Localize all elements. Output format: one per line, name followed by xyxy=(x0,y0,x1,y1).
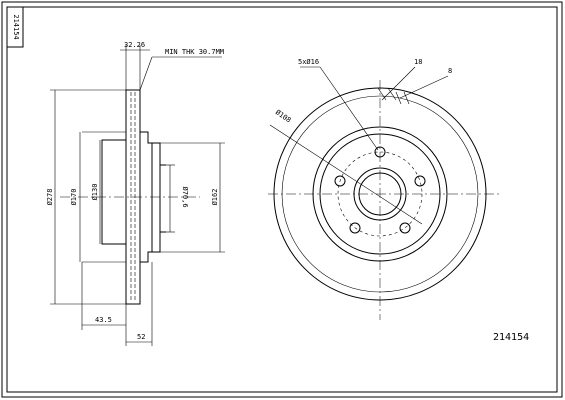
inner-frame xyxy=(6,6,558,393)
part-number: 214154 xyxy=(493,332,529,343)
part-number-box xyxy=(6,6,24,48)
height-label: 52 xyxy=(137,333,145,341)
section-view xyxy=(60,89,200,305)
section-dimension-lines xyxy=(50,45,225,346)
front-view xyxy=(268,80,500,320)
bolt-holes-label: 5xØ16 xyxy=(298,58,319,66)
part-number-box-text: 214154 xyxy=(12,14,20,39)
bolt-circle-label: Ø108 xyxy=(274,108,292,124)
min-thickness-label: MIN THK 30.7MM xyxy=(165,48,224,56)
hat-diameter-label: Ø162 xyxy=(211,189,219,206)
center-bore-label: Ø70,6 xyxy=(181,186,189,207)
front-dimension-lines xyxy=(269,66,449,225)
outer-diameter-label: Ø278 xyxy=(46,189,54,206)
offset-label: 43.5 xyxy=(95,316,112,324)
vent-dim-a-label: 18 xyxy=(414,58,422,66)
hub-outer-diameter-label: Ø170 xyxy=(70,189,78,206)
hub-inner-diameter-label: Ø130 xyxy=(91,184,99,201)
vent-dim-b-label: 8 xyxy=(448,67,452,75)
thickness-label: 32.26 xyxy=(124,41,145,49)
